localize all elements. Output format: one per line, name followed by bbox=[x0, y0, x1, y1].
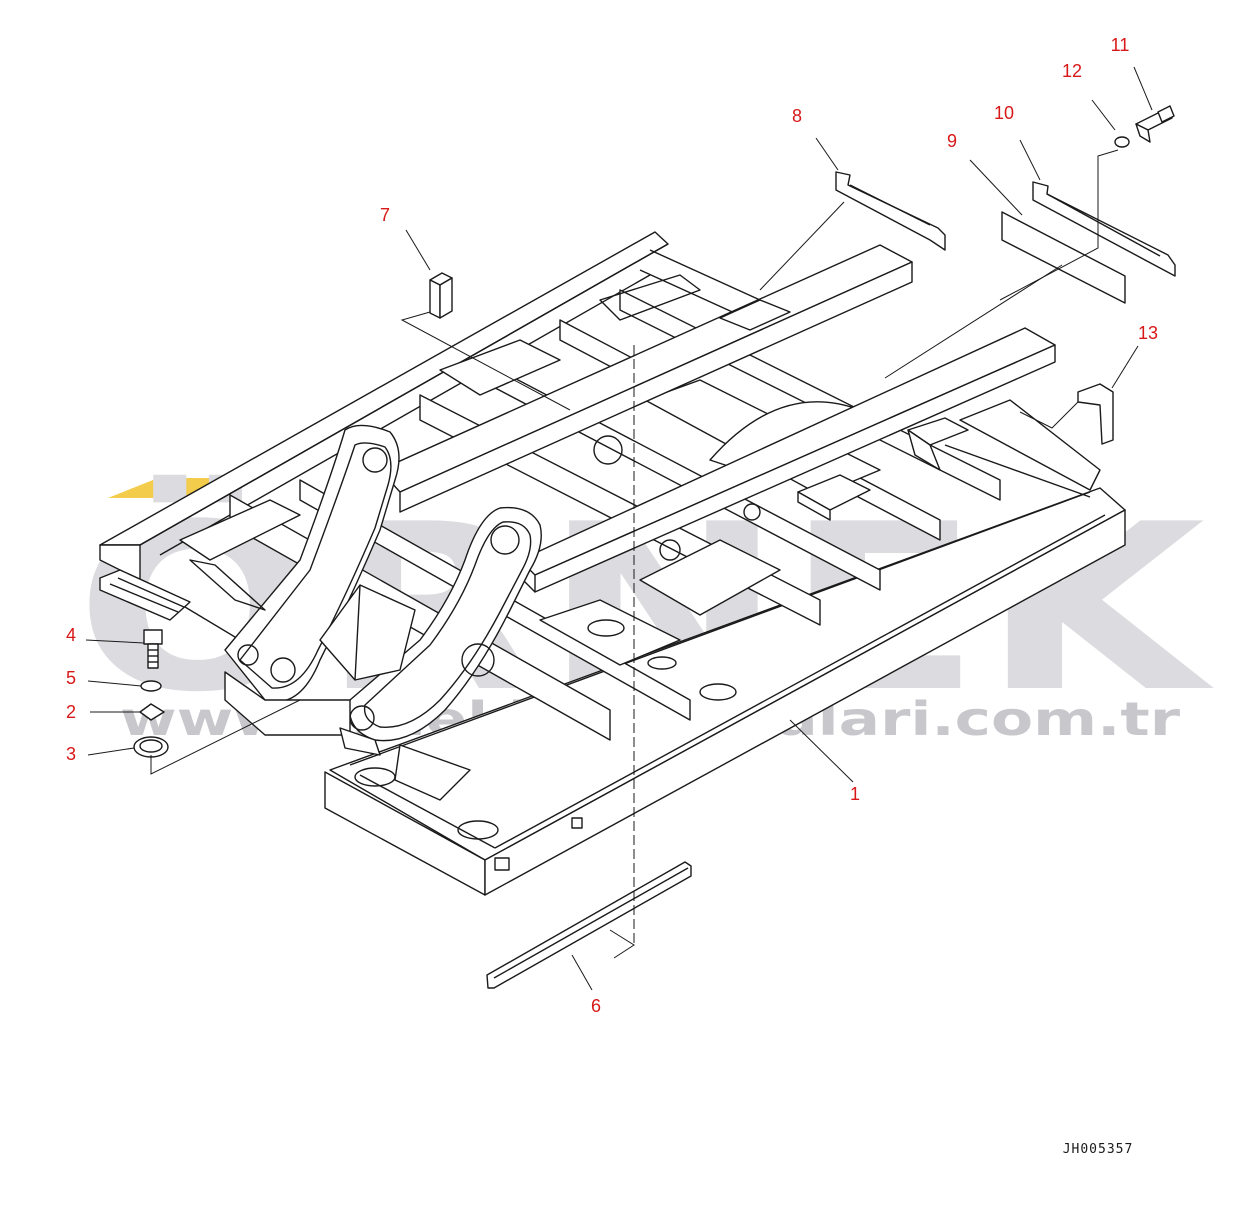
part-10-plate bbox=[1032, 181, 1176, 277]
callout-6[interactable]: 6 bbox=[591, 996, 601, 1016]
part-3-cover bbox=[133, 736, 169, 758]
callout-4[interactable]: 4 bbox=[66, 625, 76, 645]
callout-12[interactable]: 12 bbox=[1062, 61, 1082, 81]
detached-parts bbox=[133, 105, 1176, 989]
drawing-code: JH005357 bbox=[1063, 1142, 1134, 1157]
part-9-plate bbox=[1001, 211, 1126, 304]
leader-lines bbox=[85, 66, 1153, 991]
frame-assembly bbox=[99, 231, 1126, 896]
callout-7[interactable]: 7 bbox=[380, 205, 390, 225]
part-7-block bbox=[429, 272, 453, 319]
callout-1[interactable]: 1 bbox=[850, 784, 860, 804]
part-6-rail bbox=[486, 861, 692, 989]
part-4-bolt bbox=[143, 629, 163, 669]
callout-5[interactable]: 5 bbox=[66, 668, 76, 688]
callout-2[interactable]: 2 bbox=[66, 702, 76, 722]
part-2-shim bbox=[139, 703, 165, 721]
callout-3[interactable]: 3 bbox=[66, 744, 76, 764]
watermark-accent-mark bbox=[108, 478, 214, 498]
callout-10[interactable]: 10 bbox=[994, 103, 1014, 123]
part-11-bolt bbox=[1135, 105, 1175, 143]
callout-11[interactable]: 11 bbox=[1111, 35, 1130, 55]
callouts: 1 2 3 4 5 6 7 8 9 10 11 12 13 bbox=[66, 35, 1158, 1016]
part-8-plate bbox=[835, 171, 946, 251]
callout-13[interactable]: 13 bbox=[1138, 323, 1158, 343]
part-5-washer bbox=[140, 680, 162, 692]
part-13-stopper bbox=[1077, 383, 1114, 445]
part-12-washer bbox=[1114, 136, 1130, 148]
callout-9[interactable]: 9 bbox=[947, 131, 957, 151]
callout-8[interactable]: 8 bbox=[792, 106, 802, 126]
